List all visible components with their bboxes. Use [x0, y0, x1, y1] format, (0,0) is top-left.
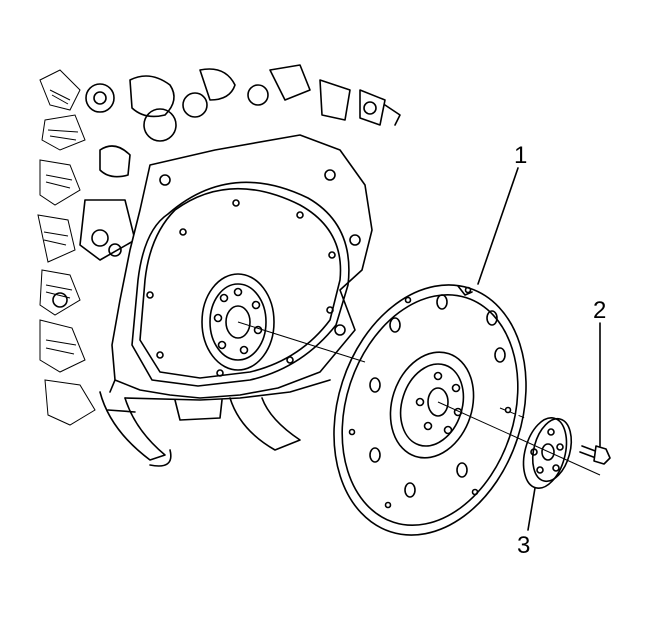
flexplate: [333, 284, 527, 536]
flexplate-outer-holes: [348, 286, 512, 509]
callout-1: 1: [514, 142, 527, 169]
leader-lines: [477, 167, 601, 531]
alignment-centerline: [237, 321, 601, 476]
bolt: [579, 445, 611, 465]
engine-block: [37, 64, 401, 467]
flexplate-bolt-holes: [415, 371, 463, 435]
spacer: [522, 417, 573, 489]
rear-cover-plate: [111, 134, 373, 399]
crankshaft-hub: [201, 273, 275, 371]
callout-3: 3: [517, 532, 530, 559]
callout-2: 2: [593, 297, 606, 324]
